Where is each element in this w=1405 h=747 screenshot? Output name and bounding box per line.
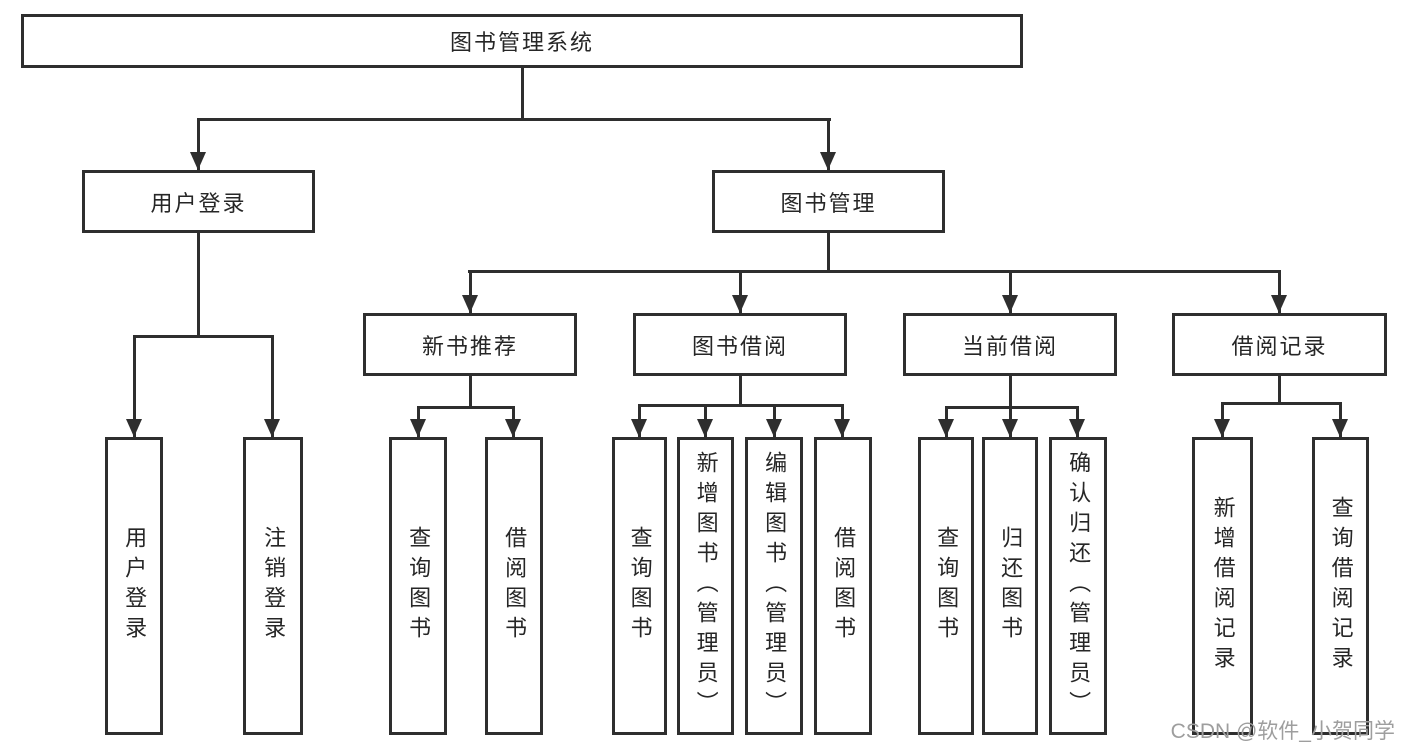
connector-line-h [468, 270, 1281, 273]
arrow-down-icon [1271, 295, 1287, 313]
connector-line-v [739, 376, 742, 407]
leaf-query-books: 查询图书 [389, 437, 447, 735]
arrow-down-icon [938, 419, 954, 437]
leaf-query-books: 查询图书 [918, 437, 974, 735]
arrow-down-icon [264, 419, 280, 437]
arrow-down-icon [1002, 419, 1018, 437]
arrow-down-icon [1214, 419, 1230, 437]
leaf-query-books: 查询图书 [612, 437, 667, 735]
node-current-borrowing: 当前借阅 [903, 313, 1117, 376]
leaf-edit-books-admin: 编辑图书（管理员） [745, 437, 803, 735]
arrow-down-icon [1332, 419, 1348, 437]
arrow-down-icon [732, 295, 748, 313]
arrow-down-icon [834, 419, 850, 437]
node-user-login: 用户登录 [82, 170, 315, 233]
connector-line-v [827, 118, 830, 170]
leaf-add-books-admin: 新增图书（管理员） [677, 437, 734, 735]
leaf-return-books: 归还图书 [982, 437, 1038, 735]
connector-line-h [133, 335, 274, 338]
node-borrowing-records: 借阅记录 [1172, 313, 1387, 376]
node-book-borrowing: 图书借阅 [633, 313, 847, 376]
leaf-user-login: 用户登录 [105, 437, 163, 735]
arrow-down-icon [126, 419, 142, 437]
leaf-borrow-books: 借阅图书 [814, 437, 872, 735]
connector-line-h [197, 118, 831, 121]
arrow-down-icon [631, 419, 647, 437]
connector-line-h [417, 406, 515, 409]
connector-line-v [1278, 376, 1281, 405]
arrow-down-icon [410, 419, 426, 437]
connector-line-v [1278, 270, 1281, 313]
leaf-logout: 注销登录 [243, 437, 303, 735]
connector-line-v [1009, 270, 1012, 313]
connector-line-h [945, 406, 1079, 409]
connector-line-v [133, 335, 136, 437]
arrow-down-icon [820, 152, 836, 170]
leaf-confirm-return-admin: 确认归还（管理员） [1049, 437, 1107, 735]
connector-line-h [1221, 402, 1342, 405]
connector-line-h [638, 404, 844, 407]
arrow-down-icon [697, 419, 713, 437]
watermark: CSDN @软件_小贺同学 [1170, 720, 1395, 743]
connector-line-v [197, 118, 200, 170]
node-library-management-system: 图书管理系统 [21, 14, 1023, 68]
arrow-down-icon [505, 419, 521, 437]
arrow-down-icon [766, 419, 782, 437]
leaf-add-borrow-record: 新增借阅记录 [1192, 437, 1253, 735]
connector-line-v [1009, 376, 1012, 409]
arrow-down-icon [190, 152, 206, 170]
leaf-borrow-books: 借阅图书 [485, 437, 543, 735]
connector-line-v [827, 233, 830, 273]
arrow-down-icon [462, 295, 478, 313]
connector-line-v [739, 270, 742, 313]
arrow-down-icon [1069, 419, 1085, 437]
connector-line-v [469, 270, 472, 313]
connector-line-v [469, 376, 472, 409]
connector-line-v [521, 68, 524, 121]
connector-line-v [271, 335, 274, 437]
leaf-query-borrow-record: 查询借阅记录 [1312, 437, 1369, 735]
connector-line-v [197, 233, 200, 338]
node-new-book-recommendation: 新书推荐 [363, 313, 577, 376]
node-book-management: 图书管理 [712, 170, 945, 233]
arrow-down-icon [1002, 295, 1018, 313]
